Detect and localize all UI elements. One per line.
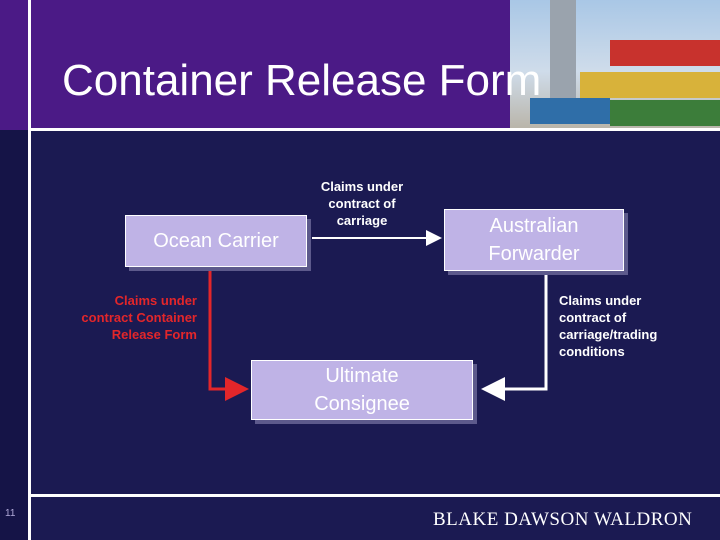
vertical-rule bbox=[28, 0, 31, 540]
title-banner: Container Release Form bbox=[0, 0, 720, 130]
footer-divider bbox=[28, 494, 720, 497]
arrow-forwarder-to-consignee bbox=[481, 275, 548, 401]
edge-label-trading-conditions: Claims under contract of carriage/tradin… bbox=[559, 293, 658, 359]
crane-graphic bbox=[550, 0, 576, 100]
container-green bbox=[610, 100, 720, 126]
container-port-image bbox=[510, 0, 720, 130]
edge-label-container-release-form: Claims under contract Container Release … bbox=[81, 293, 197, 342]
node-ocean-carrier: Ocean Carrier bbox=[125, 215, 307, 267]
container-blue bbox=[530, 98, 610, 124]
slide-title: Container Release Form bbox=[62, 56, 542, 105]
slide-number: 11 bbox=[5, 508, 16, 519]
firm-logo-text: BLAKE DAWSON WALDRON bbox=[433, 509, 693, 530]
container-red bbox=[610, 40, 720, 66]
container-yellow bbox=[580, 72, 720, 98]
node-australian-forwarder: Australian Forwarder bbox=[444, 209, 624, 271]
title-divider bbox=[28, 128, 720, 131]
edge-label-contract-of-carriage: Claims under contract of carriage bbox=[320, 179, 404, 228]
node-ultimate-consignee: Ultimate Consignee bbox=[251, 360, 473, 420]
arrow-carrier-to-consignee bbox=[208, 270, 249, 401]
